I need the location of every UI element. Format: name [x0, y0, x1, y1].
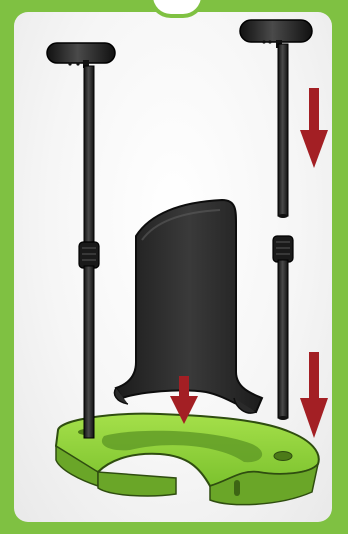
- arrow-down-icon: [300, 88, 328, 168]
- left-pole: [47, 43, 115, 438]
- base-unit: [56, 414, 319, 505]
- right-pole-upper: [240, 20, 312, 218]
- right-pole-lower: [273, 236, 293, 420]
- arrow-down-icon: [300, 352, 328, 438]
